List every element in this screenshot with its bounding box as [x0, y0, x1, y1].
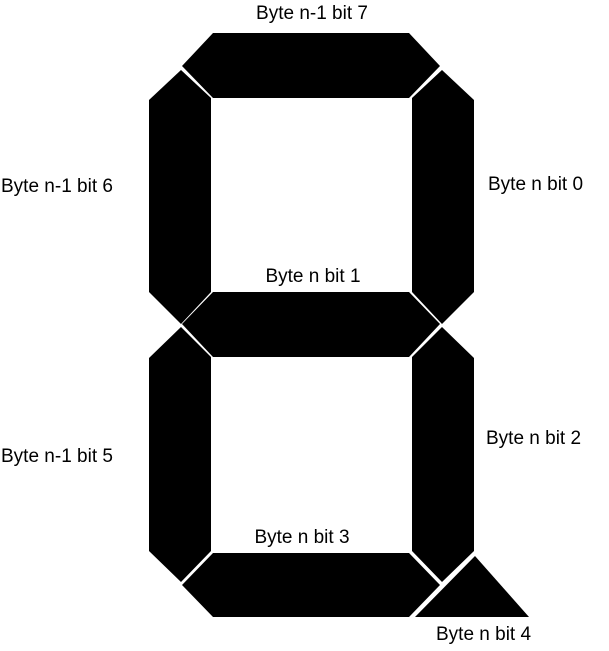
label-decimal-point: Byte n bit 4	[436, 624, 531, 645]
segment-upper-left	[149, 70, 211, 324]
segment-upper-right	[412, 70, 474, 324]
label-middle: Byte n bit 1	[265, 266, 360, 287]
label-upper-left: Byte n-1 bit 6	[1, 176, 113, 197]
segment-middle	[182, 292, 440, 357]
label-lower-right: Byte n bit 2	[486, 428, 581, 449]
label-upper-right: Byte n bit 0	[488, 174, 583, 195]
label-top: Byte n-1 bit 7	[256, 3, 368, 24]
label-bottom: Byte n bit 3	[254, 527, 349, 548]
segment-decimal-point	[415, 556, 529, 617]
segment-bottom	[182, 553, 440, 617]
segment-lower-right	[412, 327, 474, 582]
segment-lower-left	[149, 327, 211, 582]
label-lower-left: Byte n-1 bit 5	[1, 446, 113, 467]
segment-top	[182, 33, 440, 98]
